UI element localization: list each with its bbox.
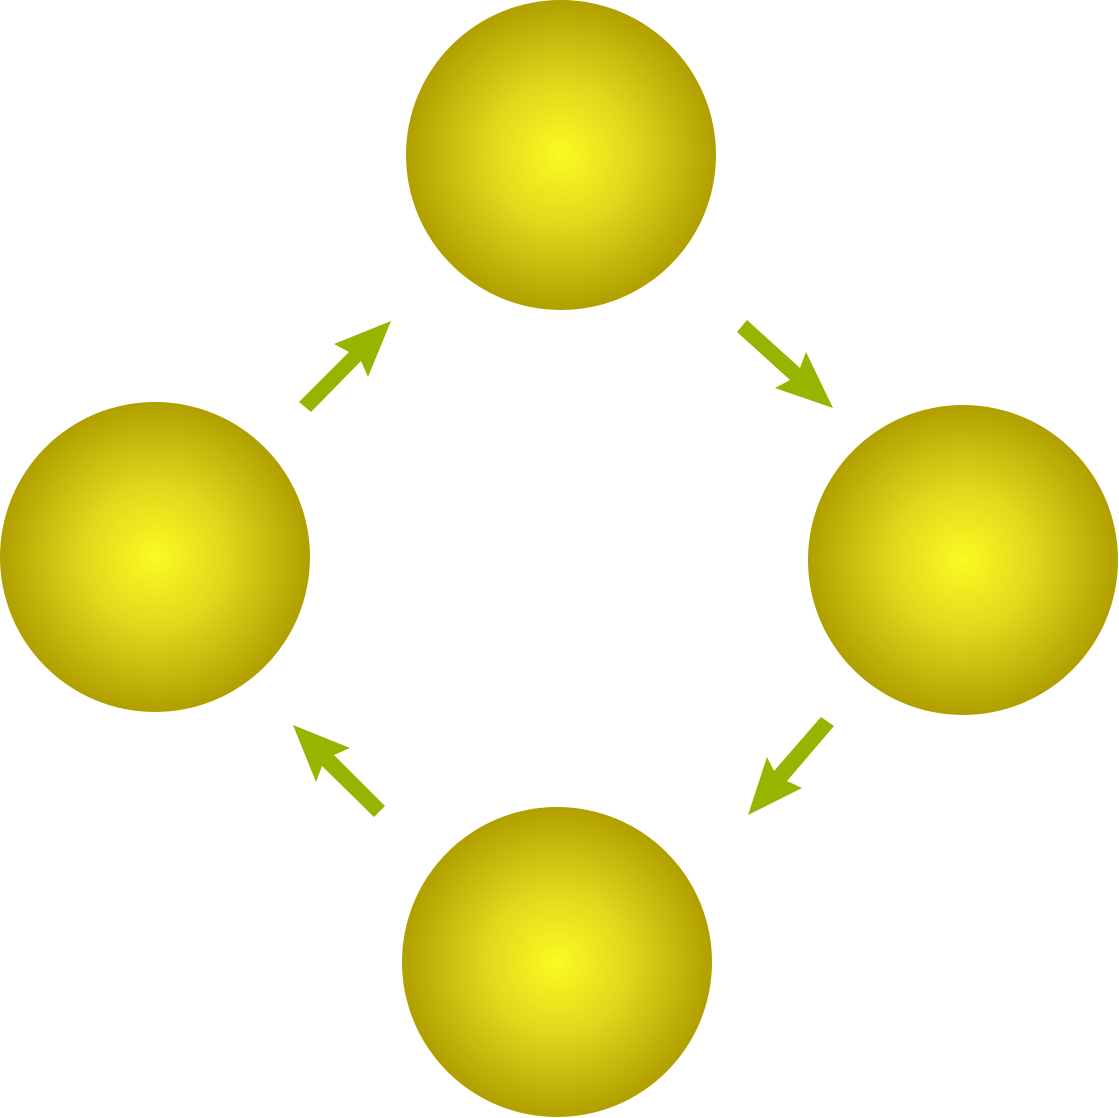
- arrow-top-to-right: [737, 320, 833, 408]
- sphere-node-bottom: [402, 807, 712, 1117]
- sphere-node-right: [808, 405, 1118, 715]
- sphere-node-top: [406, 0, 716, 310]
- sphere-node-left: [0, 402, 310, 712]
- arrow-left-to-top: [299, 321, 391, 412]
- arrow-right-to-bottom: [748, 717, 834, 815]
- arrow-bottom-to-left: [293, 725, 385, 817]
